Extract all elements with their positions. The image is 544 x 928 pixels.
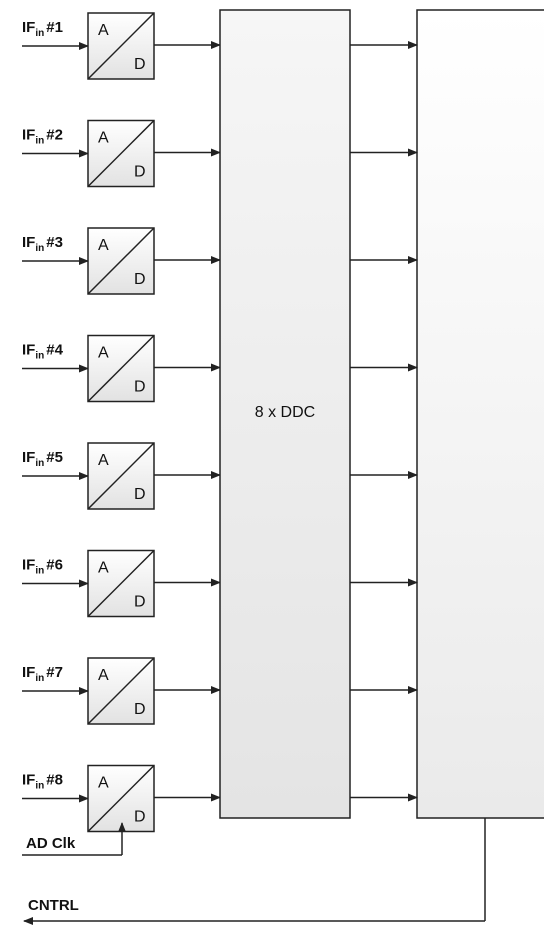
- adc-diagonal: [87, 12, 155, 80]
- adc-label-d: D: [134, 701, 146, 718]
- channel-7: IFin#7 A D: [22, 657, 221, 725]
- channel-input-label: IFin#8: [22, 772, 63, 792]
- adc-diagonal: [87, 764, 155, 833]
- channel-2: IFin#2 A D: [22, 119, 221, 188]
- channel-3: IFin#3 A D: [22, 227, 221, 295]
- channel-input-label: IFin#5: [22, 449, 63, 469]
- channel-label-subscript: in: [35, 781, 44, 792]
- processing-block: [416, 9, 544, 819]
- adc-label-d: D: [134, 271, 146, 288]
- channel-label-prefix: IF: [22, 127, 35, 144]
- channel-label-number: #1: [46, 19, 63, 36]
- channel-label-subscript: in: [35, 28, 44, 39]
- channel-label-prefix: IF: [22, 664, 35, 681]
- channel-label-number: #7: [46, 664, 63, 681]
- adc-diagonal: [87, 549, 155, 618]
- channel-label-subscript: in: [35, 566, 44, 577]
- adc-label-a: A: [98, 237, 109, 254]
- adc-label-a: A: [98, 22, 109, 39]
- channel-1: IFin#1 A D: [22, 12, 221, 80]
- adc-label-a: A: [98, 452, 109, 469]
- control-label: CNTRL: [28, 897, 79, 914]
- adc-label-d: D: [134, 56, 146, 73]
- channel-4: IFin#4 A D: [22, 334, 221, 403]
- channel-input-label: IFin#6: [22, 557, 63, 577]
- channel-input-label: IFin#2: [22, 127, 63, 147]
- adc-label-a: A: [98, 560, 109, 577]
- adc-diagonal: [87, 119, 155, 188]
- channel-label-number: #5: [46, 449, 63, 466]
- adc-label-a: A: [98, 775, 109, 792]
- channel-label-prefix: IF: [22, 342, 35, 359]
- adc-label-d: D: [134, 164, 146, 181]
- channel-label-number: #6: [46, 557, 63, 574]
- channel-label-number: #4: [46, 342, 63, 359]
- channel-5: IFin#5 A D: [22, 442, 221, 510]
- ad-clock-label: AD Clk: [26, 835, 76, 852]
- channel-input-label: IFin#4: [22, 342, 64, 362]
- adc-label-a: A: [98, 667, 109, 684]
- channel-label-subscript: in: [35, 673, 44, 684]
- channel-label-prefix: IF: [22, 19, 35, 36]
- channel-label-subscript: in: [35, 243, 44, 254]
- channel-8: IFin#8 A D: [22, 764, 221, 833]
- ddc-output-arrows: [350, 41, 418, 802]
- adc-label-a: A: [98, 130, 109, 147]
- channel-label-subscript: in: [35, 458, 44, 469]
- adc-label-d: D: [134, 594, 146, 611]
- adc-diagonal: [87, 227, 155, 295]
- channel-6: IFin#6 A D: [22, 549, 221, 618]
- channel-label-prefix: IF: [22, 772, 35, 789]
- channel-label-number: #2: [46, 127, 63, 144]
- channel-label-subscript: in: [35, 351, 44, 362]
- ddc-block-label: 8 x DDC: [255, 404, 315, 421]
- channel-label-prefix: IF: [22, 234, 35, 251]
- adc-diagonal: [87, 334, 155, 403]
- adc-label-d: D: [134, 379, 146, 396]
- ddc-block: [219, 9, 351, 819]
- channel-label-subscript: in: [35, 136, 44, 147]
- adc-label-a: A: [98, 345, 109, 362]
- channel-input-label: IFin#1: [22, 19, 63, 39]
- channel-label-prefix: IF: [22, 449, 35, 466]
- adc-diagonal: [87, 657, 155, 725]
- channel-input-label: IFin#7: [22, 664, 63, 684]
- adc-diagonal: [87, 442, 155, 510]
- channel-label-number: #8: [46, 772, 63, 789]
- channel-input-label: IFin#3: [22, 234, 63, 254]
- adc-label-d: D: [134, 809, 146, 826]
- channel-label-number: #3: [46, 234, 63, 251]
- adc-label-d: D: [134, 486, 146, 503]
- channel-label-prefix: IF: [22, 557, 35, 574]
